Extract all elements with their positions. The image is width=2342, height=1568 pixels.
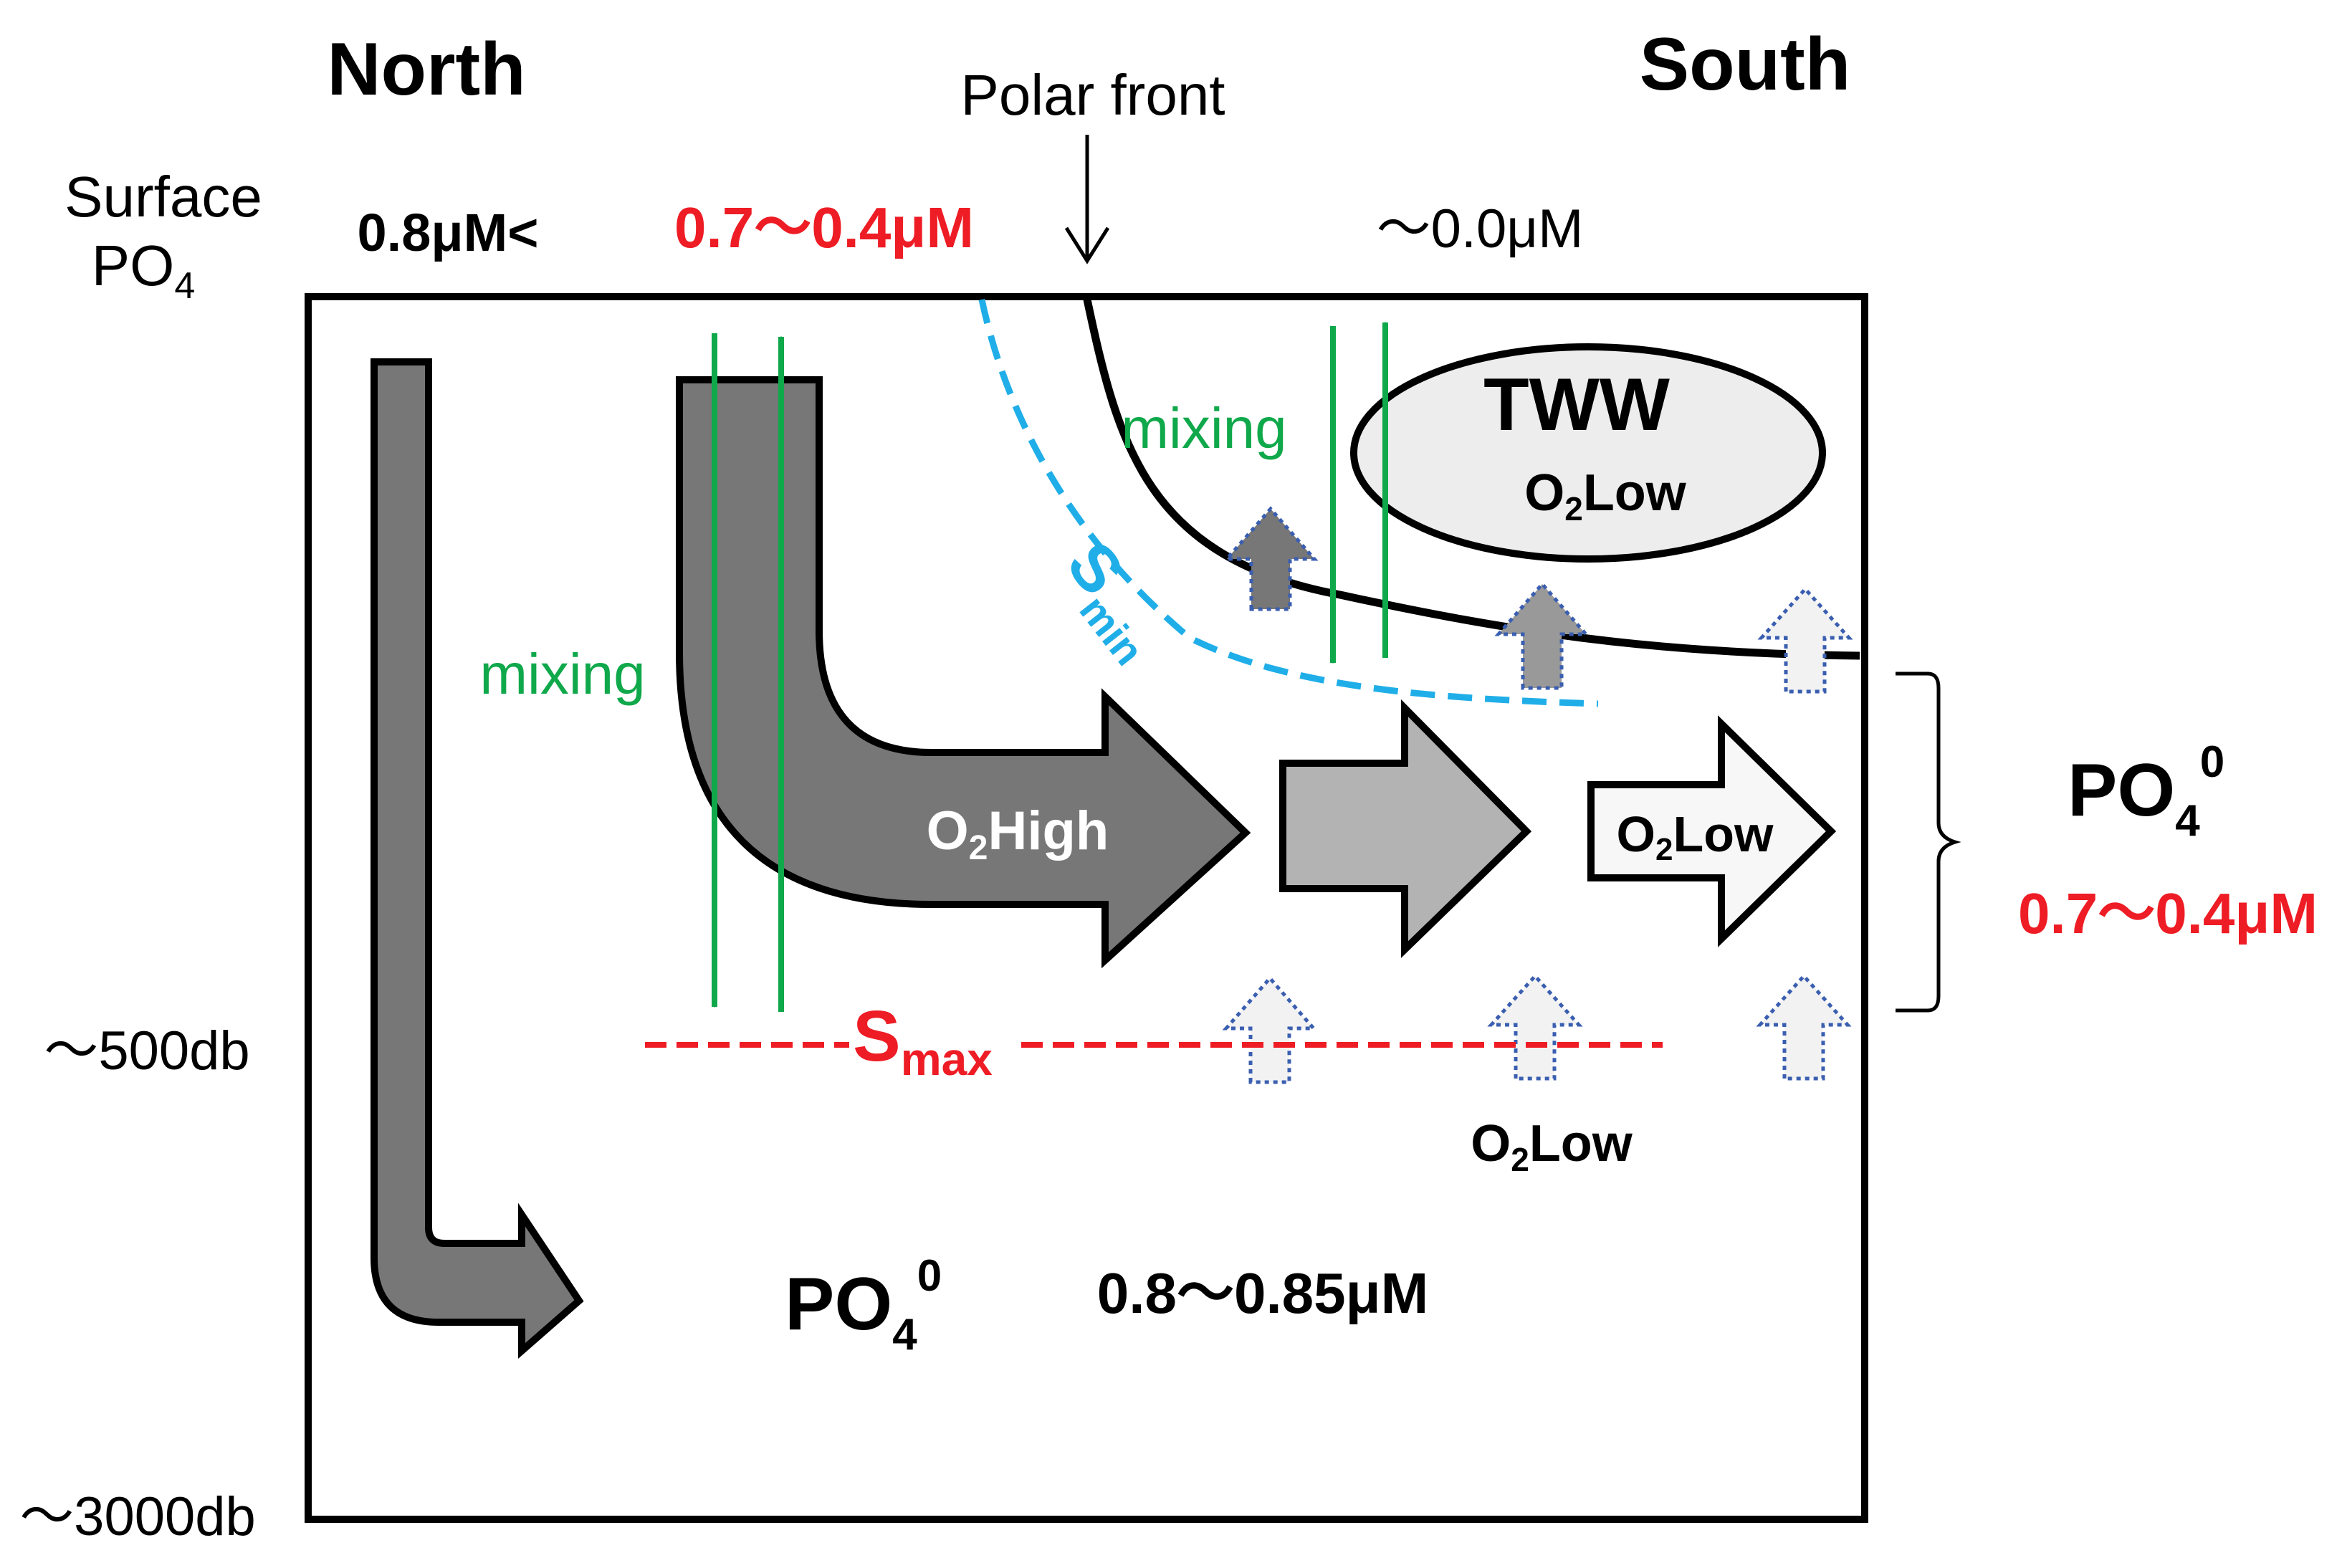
s-min-label: Smin bbox=[1043, 529, 1183, 674]
polar-front-arrow bbox=[1064, 135, 1110, 264]
polar-front-label: Polar front bbox=[960, 63, 1225, 127]
tww-label: TWW bbox=[1483, 363, 1671, 446]
upwelling-arrow-upper-1 bbox=[1223, 506, 1319, 611]
north-downwelling-arrow bbox=[371, 358, 584, 1359]
right-brace bbox=[1896, 671, 1961, 1013]
deep-o2-label: O2Low bbox=[1471, 1115, 1633, 1178]
upwelling-arrow-upper-3 bbox=[1757, 586, 1853, 694]
upwelling-arrow-lower-1 bbox=[1222, 975, 1318, 1084]
deep-po4-label: PO40 bbox=[785, 1251, 942, 1359]
tww-o2-label: O2Low bbox=[1524, 464, 1687, 527]
surface-label: Surface bbox=[64, 165, 262, 229]
s-max-label: Smax bbox=[853, 996, 993, 1085]
section-frame bbox=[305, 293, 1868, 1523]
arrow3-o2-label: O2Low bbox=[1617, 806, 1774, 867]
surface-value-south: ～0.0μM bbox=[1377, 199, 1584, 259]
subduction-arrow-high-o2 bbox=[676, 376, 1251, 969]
surface-value-middle: 0.7～0.4μM bbox=[674, 196, 974, 259]
arrow1-o2-label: O2High bbox=[927, 800, 1109, 867]
depth-3000-label: ～3000db bbox=[19, 1486, 256, 1547]
mid-arrow bbox=[1279, 699, 1532, 958]
right-po4-label: PO40 bbox=[2068, 737, 2224, 846]
deep-po4-value: 0.8～0.85μM bbox=[1097, 1261, 1429, 1325]
surface-po4-label: PO4 bbox=[92, 234, 196, 307]
south-arrow-low-o2 bbox=[1587, 715, 1837, 947]
polar-front-line bbox=[1083, 298, 1860, 660]
upwelling-arrow-lower-3 bbox=[1756, 973, 1852, 1081]
mixing-label-right: mixing bbox=[1121, 396, 1286, 460]
surface-value-north: 0.8μM< bbox=[357, 203, 538, 262]
north-label: North bbox=[327, 28, 525, 111]
depth-500-label: ～500db bbox=[44, 1020, 249, 1081]
tww-ellipse bbox=[1350, 343, 1826, 563]
upwelling-arrow-upper-2 bbox=[1494, 581, 1590, 690]
south-label: South bbox=[1640, 23, 1851, 106]
right-po4-value: 0.7～0.4μM bbox=[2018, 881, 2318, 945]
mixing-label-left: mixing bbox=[479, 642, 645, 706]
upwelling-arrow-lower-2 bbox=[1487, 973, 1583, 1081]
